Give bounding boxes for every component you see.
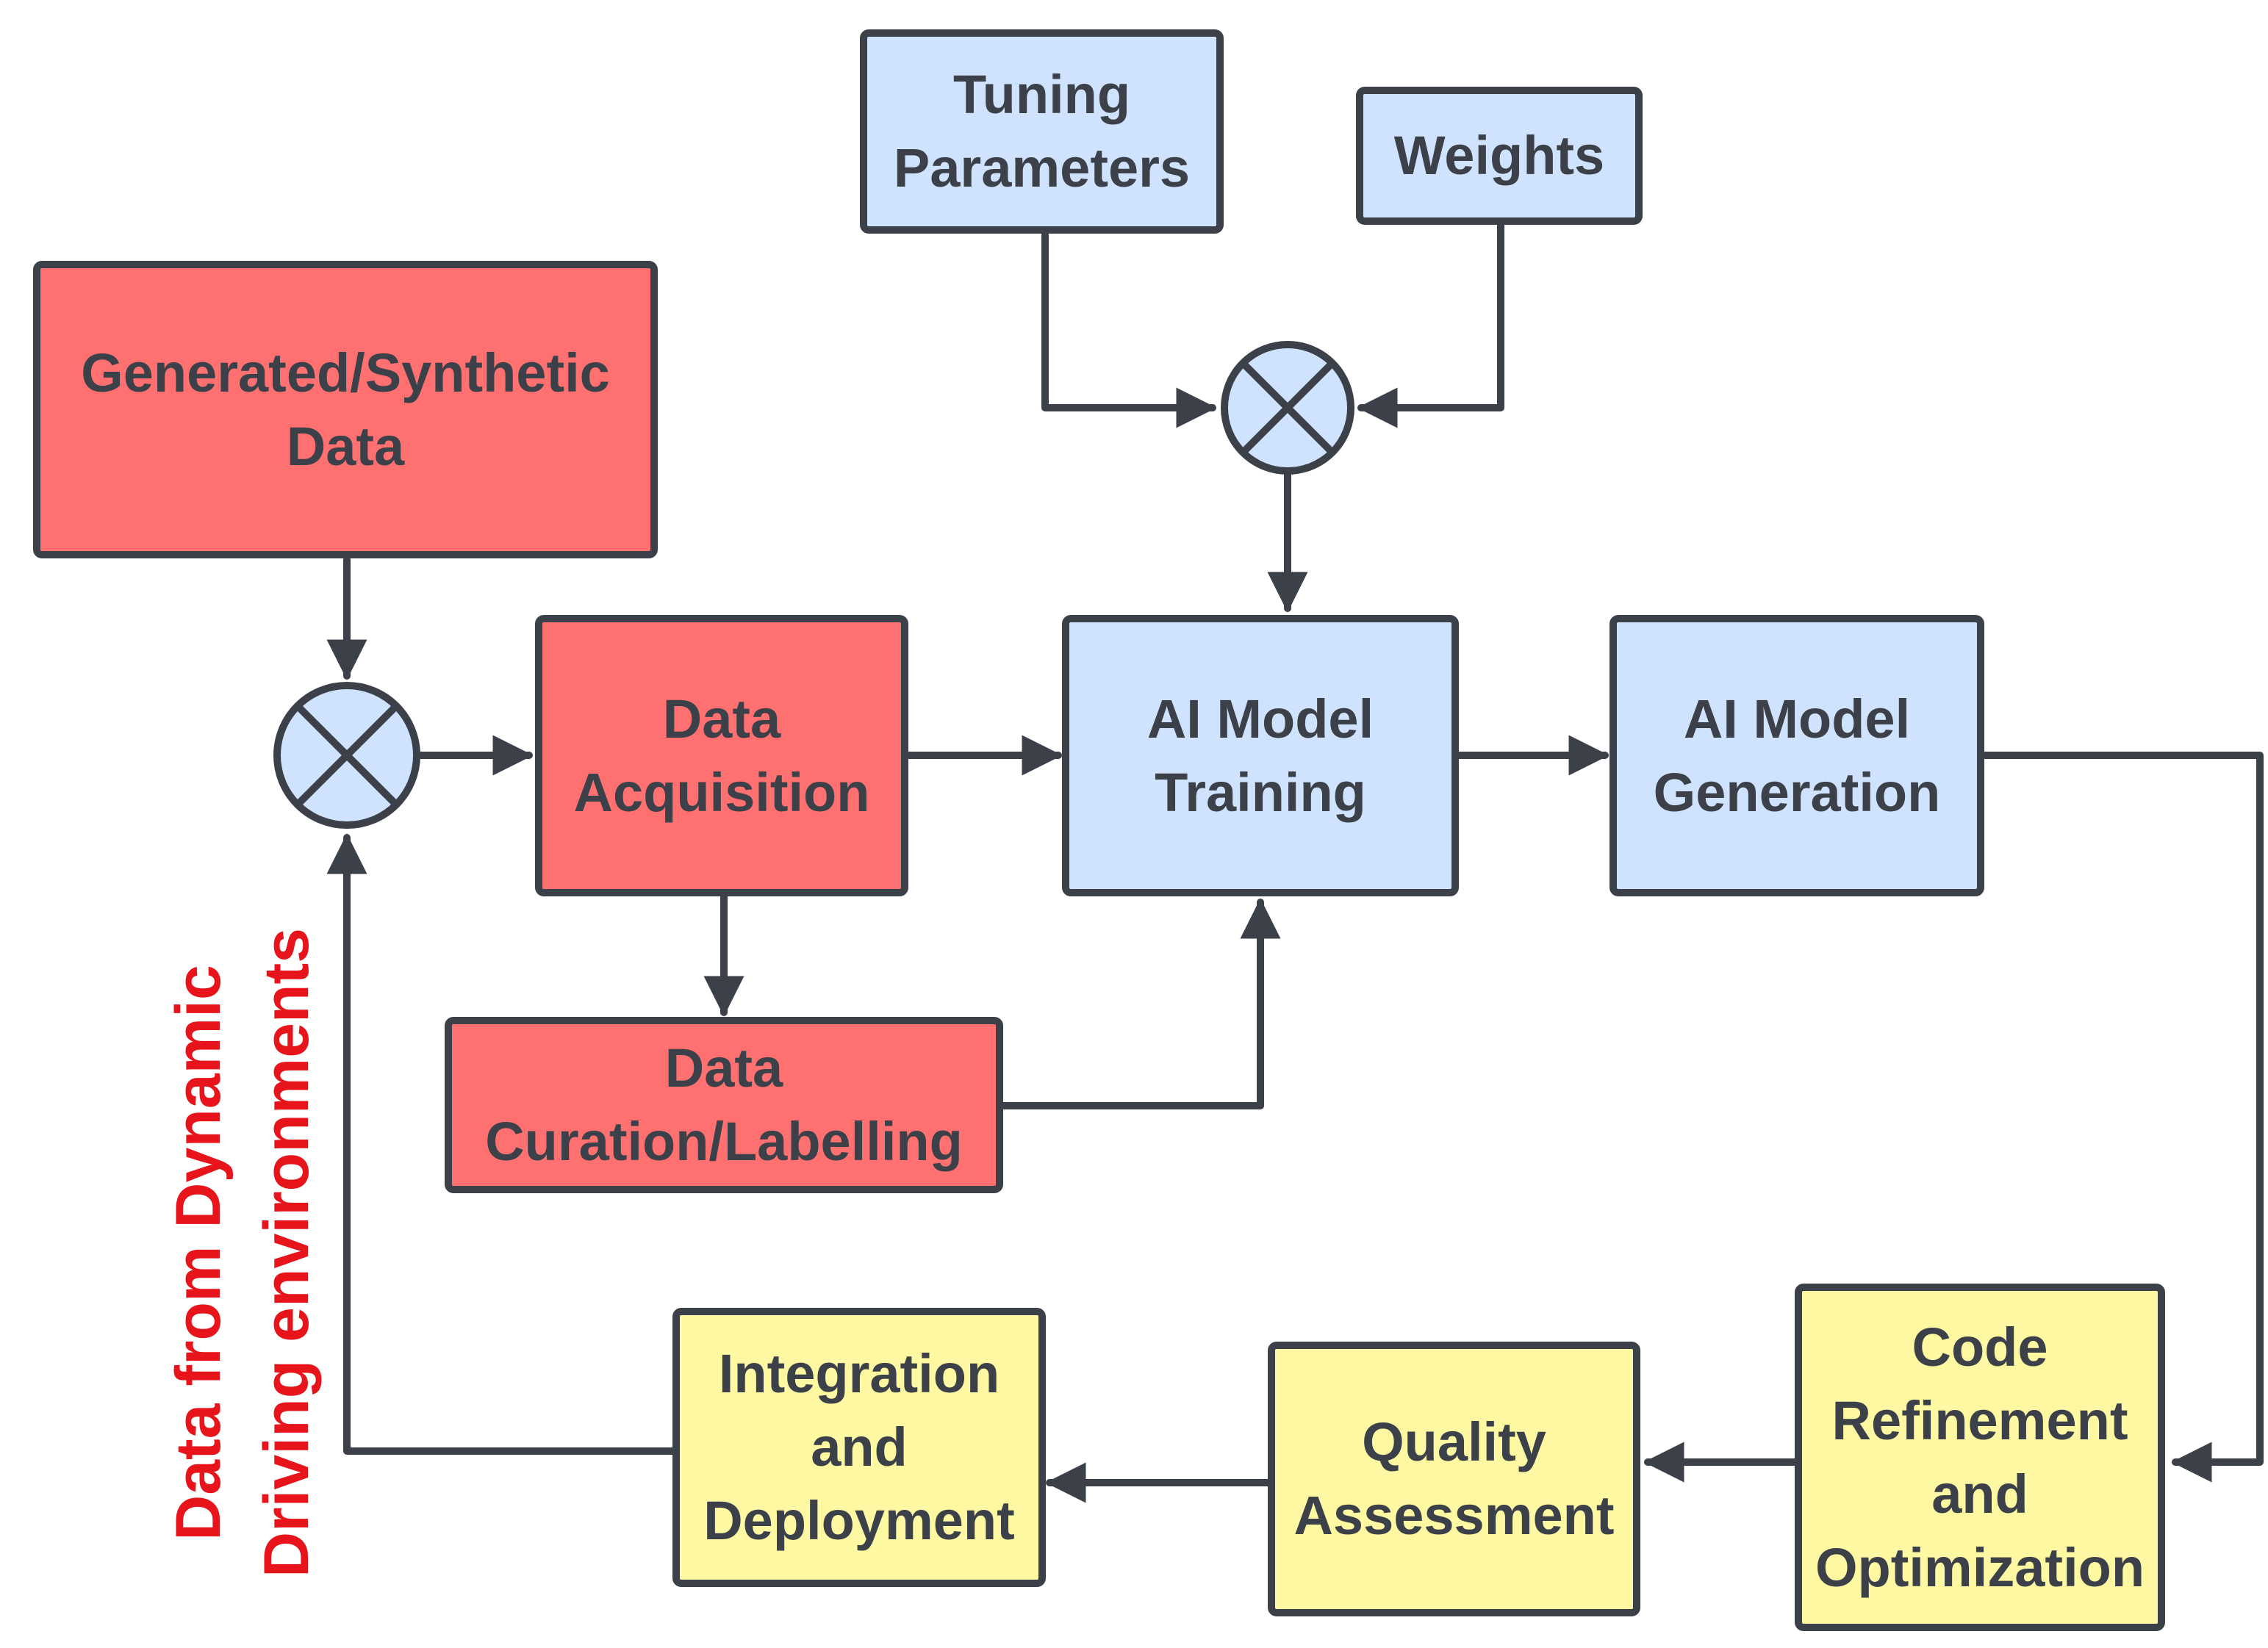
arrow-curation-to-training: [1000, 898, 1281, 1109]
data-curation-label: Data Curation/Labelling: [485, 1037, 963, 1172]
code-refinement-label: Code Refinement and Optimization: [1815, 1316, 2145, 1598]
dynamic-driving-data-label: Data from Dynamic Driving environments: [154, 878, 331, 1627]
weight-summing-junction-icon: [1221, 341, 1354, 475]
input-summing-junction-icon: [273, 682, 420, 829]
ai-model-training-node: AI Model Training: [1062, 615, 1459, 896]
tuning-parameters-node: Tuning Parameters: [860, 29, 1224, 234]
tuning-parameters-label: Tuning Parameters: [893, 64, 1191, 198]
arrow-generation-to-code-refinement: [1981, 752, 2264, 1483]
arrow-weights-to-weight-junction: [1357, 221, 1504, 428]
weights-label: Weights: [1393, 125, 1605, 186]
quality-assessment-node: Quality Assessment: [1268, 1342, 1640, 1616]
quality-assessment-label: Quality Assessment: [1293, 1411, 1615, 1546]
weights-node: Weights: [1356, 87, 1643, 225]
ai-model-training-label: AI Model Training: [1146, 688, 1374, 823]
synthetic-data-label: Generated/Synthetic Data: [81, 342, 610, 477]
data-curation-node: Data Curation/Labelling: [445, 1017, 1003, 1193]
arrow-tuning-to-weight-junction: [1041, 231, 1217, 428]
code-refinement-node: Code Refinement and Optimization: [1795, 1284, 2165, 1631]
arrow-integration-to-input-junction: [326, 833, 676, 1455]
dynamic-driving-data-text: Data from Dynamic Driving environments: [163, 927, 322, 1578]
synthetic-data-node: Generated/Synthetic Data: [33, 261, 658, 558]
data-acquisition-label: Data Acquisition: [573, 688, 870, 823]
integration-deployment-label: Integration and Deployment: [703, 1343, 1015, 1551]
integration-deployment-node: Integration and Deployment: [672, 1308, 1046, 1587]
ai-model-generation-label: AI Model Generation: [1653, 688, 1941, 823]
data-acquisition-node: Data Acquisition: [535, 615, 908, 896]
ai-model-generation-node: AI Model Generation: [1610, 615, 1984, 896]
